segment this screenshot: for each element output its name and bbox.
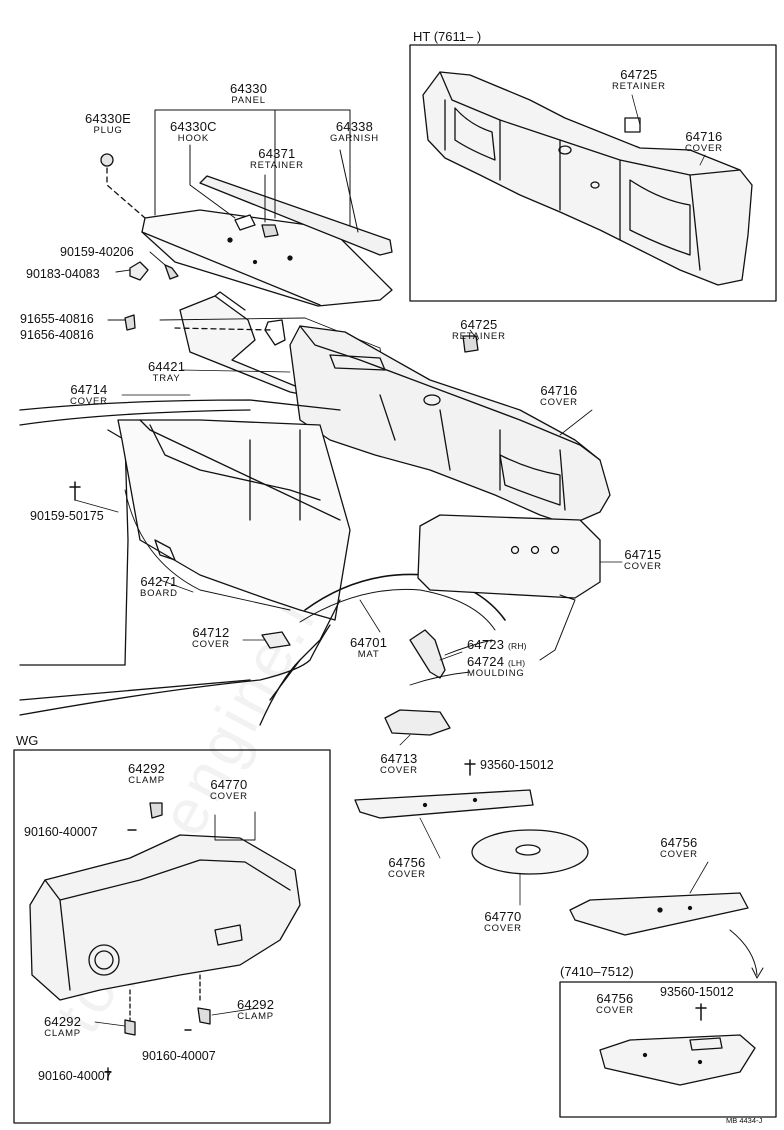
- leader-lines: [74, 329, 709, 1027]
- range-inset-frame: [559, 981, 777, 1118]
- fastener-number: 91655-40816: [20, 312, 94, 326]
- part-callout: 64723 (RH): [467, 637, 527, 652]
- range-inset-heading: (7410–7512): [560, 964, 634, 979]
- wg-quarter-cover-shape: [29, 802, 301, 1036]
- wg-inset-heading: WG: [16, 733, 39, 748]
- fastener-shapes: [69, 251, 707, 1081]
- fastener-number: 93560-15012: [480, 758, 554, 772]
- side-cover-shape: [409, 514, 601, 686]
- part-callout: 64724 (LH)MOULDING: [467, 654, 526, 679]
- fastener-number: 90159-50175: [30, 509, 104, 523]
- fastener-number: 91656-40816: [20, 328, 94, 342]
- ht-cover-shape: [422, 71, 753, 286]
- ht-inset-frame: [409, 44, 777, 302]
- floor-covers-shape: [354, 709, 764, 1086]
- fastener-number: 90160-40007: [38, 1069, 112, 1083]
- fastener-number: 90159-40206: [60, 245, 134, 259]
- fastener-number: 90160-40007: [24, 825, 98, 839]
- fastener-number: 90183-04083: [26, 267, 100, 281]
- package-tray-panel-shape: [100, 109, 393, 307]
- rear-cover-shape: [289, 325, 611, 526]
- ht-inset-heading: HT (7611– ): [413, 29, 482, 44]
- fastener-number: 93560-15012: [660, 985, 734, 999]
- wg-inset-frame: [13, 749, 331, 1124]
- fastener-number: 90160-40007: [142, 1049, 216, 1063]
- footer-code: MB 4434-J: [726, 1116, 763, 1125]
- body-side-panel-shape: [19, 399, 351, 726]
